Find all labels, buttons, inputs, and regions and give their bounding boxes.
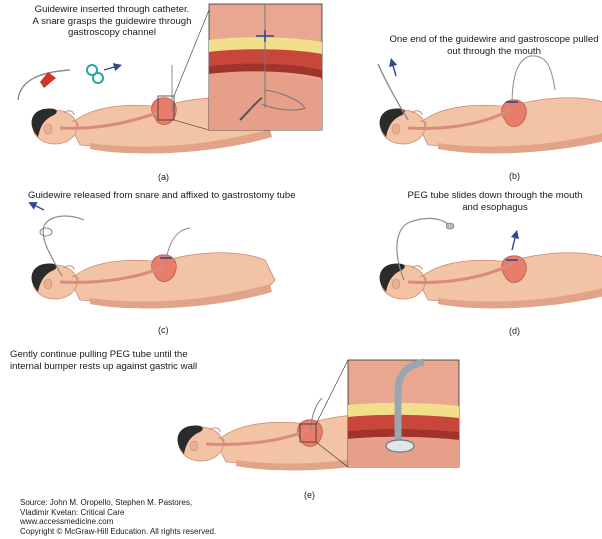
caption-d: PEG tube slides down through the mouth a… bbox=[407, 190, 583, 213]
panel-a-figure bbox=[17, 3, 323, 154]
source-line-1: Source: John M. Oropello, Stephen M. Pas… bbox=[20, 498, 193, 507]
caption-a: Guidewire inserted through catheter. A s… bbox=[32, 4, 192, 38]
source-line-3: www.accessmedicine.com bbox=[20, 517, 114, 527]
panel-c-figure bbox=[28, 202, 276, 309]
caption-c: Guidewire released from snare and affixe… bbox=[28, 190, 296, 201]
panel-label-e: (e) bbox=[304, 490, 315, 500]
caption-e: Gently continue pulling PEG tube until t… bbox=[10, 349, 198, 372]
scissors-handle-icon bbox=[86, 64, 98, 76]
source-line-4: Copyright © McGraw-Hill Education. All r… bbox=[20, 526, 217, 536]
source-credit: Source: John M. Oropello, Stephen M. Pas… bbox=[20, 498, 216, 536]
panel-label-b: (b) bbox=[509, 171, 520, 181]
source-line-2: Vladimir Kvetan: Critical Care bbox=[20, 507, 125, 517]
panel-e-figure bbox=[177, 358, 460, 471]
panel-d-figure bbox=[379, 217, 602, 309]
internal-bumper-icon bbox=[385, 439, 415, 453]
panel-label-d: (d) bbox=[509, 326, 520, 336]
caption-b: One end of the guidewire and gastroscope… bbox=[389, 34, 599, 57]
panel-label-a: (a) bbox=[158, 172, 169, 182]
panel-b-figure bbox=[377, 55, 602, 154]
panel-label-c: (c) bbox=[158, 325, 169, 335]
catheter-handle-icon bbox=[40, 72, 56, 88]
